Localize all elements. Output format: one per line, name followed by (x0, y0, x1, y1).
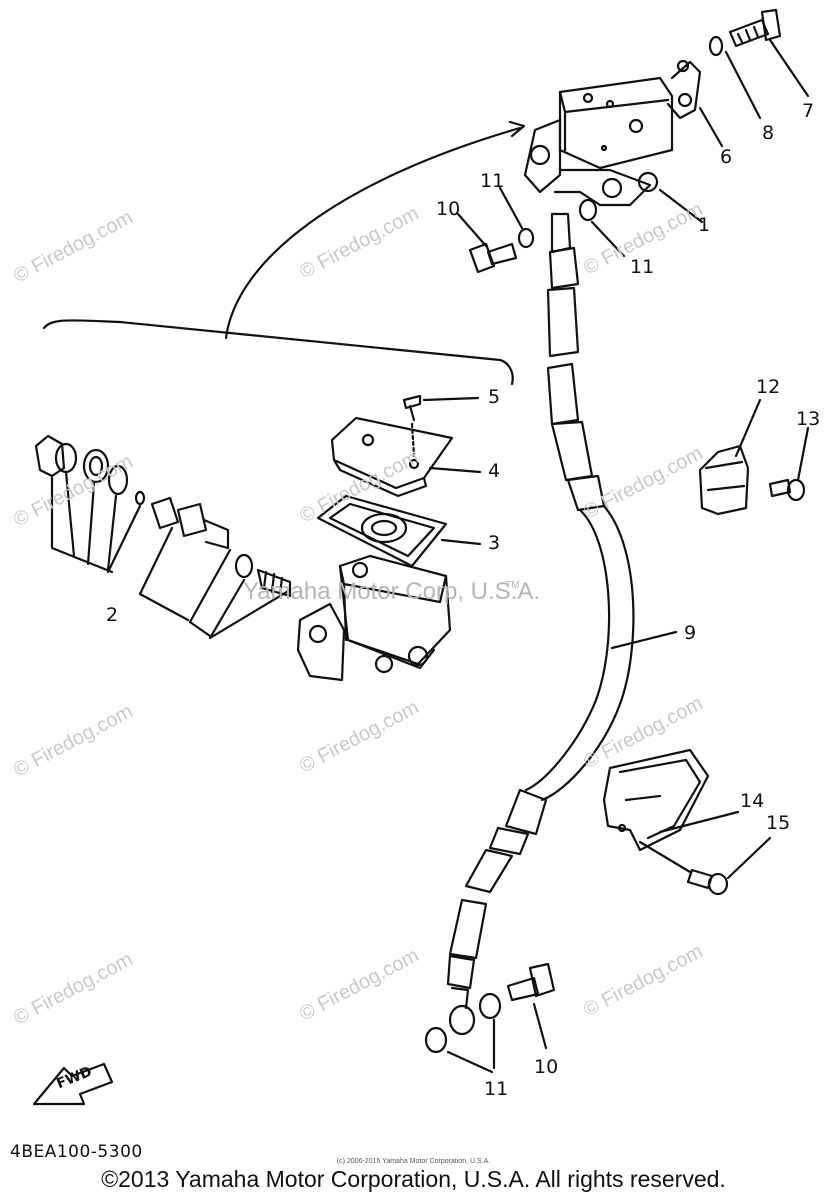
washer-part-11-d (424, 1026, 448, 1054)
callout-2: 2 (106, 604, 119, 626)
master-cylinder-assembled (523, 76, 674, 207)
master-cylinder-body-exploded (296, 554, 452, 682)
washer-part-11-b (578, 198, 598, 222)
reservoir-cap-part-4 (330, 416, 454, 498)
center-watermark: Yamaha Motor Corp, U.S.A. (243, 578, 540, 605)
clamp-part-6 (666, 59, 702, 120)
assembly-arrow (224, 126, 522, 340)
callout-10-lower: 10 (534, 1056, 559, 1078)
copyright-notice: ©2013 Yamaha Motor Corporation, U.S.A. A… (101, 1166, 726, 1192)
callout-3: 3 (488, 532, 501, 554)
diaphragm-part-3 (316, 494, 448, 568)
bolt-part-13 (768, 478, 806, 502)
bolt-part-15 (686, 868, 729, 896)
fwd-arrow (32, 1062, 114, 1106)
callout-9: 9 (684, 622, 697, 644)
callout-1: 1 (698, 214, 711, 236)
piston-kit-part-2 (34, 434, 292, 640)
washer-part-8 (708, 35, 724, 57)
callout-8: 8 (762, 122, 775, 144)
callout-13: 13 (796, 408, 821, 430)
callout-6: 6 (720, 146, 733, 168)
callout-12: 12 (756, 376, 781, 398)
exploded-bracket (42, 319, 514, 386)
diagram-code: 4BEA100-5300 (10, 1142, 143, 1162)
callout-14: 14 (740, 790, 765, 812)
bolt-part-10-upper (468, 242, 518, 274)
callout-5: 5 (488, 386, 501, 408)
bolt-part-10-lower (506, 962, 556, 1002)
brake-hose-part-9 (446, 212, 635, 1036)
washer-part-11-c (478, 992, 502, 1020)
hose-clip-part-12 (698, 444, 750, 516)
guide-bracket-part-14 (602, 748, 710, 852)
small-copyright: (c) 2006-2015 Yamaha Motor Corporation, … (336, 1158, 491, 1165)
callout-11-upper-left: 11 (480, 170, 505, 192)
callout-11-upper-right: 11 (630, 256, 655, 278)
callout-11-lower: 11 (484, 1078, 509, 1100)
callout-7: 7 (802, 100, 815, 122)
callout-4: 4 (488, 460, 501, 482)
callout-15: 15 (766, 812, 791, 834)
bolt-part-7 (728, 8, 782, 48)
screw-part-5 (402, 394, 422, 422)
washer-part-11-a (517, 227, 535, 249)
trademark-mark: TM (505, 580, 520, 591)
callout-10-upper: 10 (436, 198, 461, 220)
